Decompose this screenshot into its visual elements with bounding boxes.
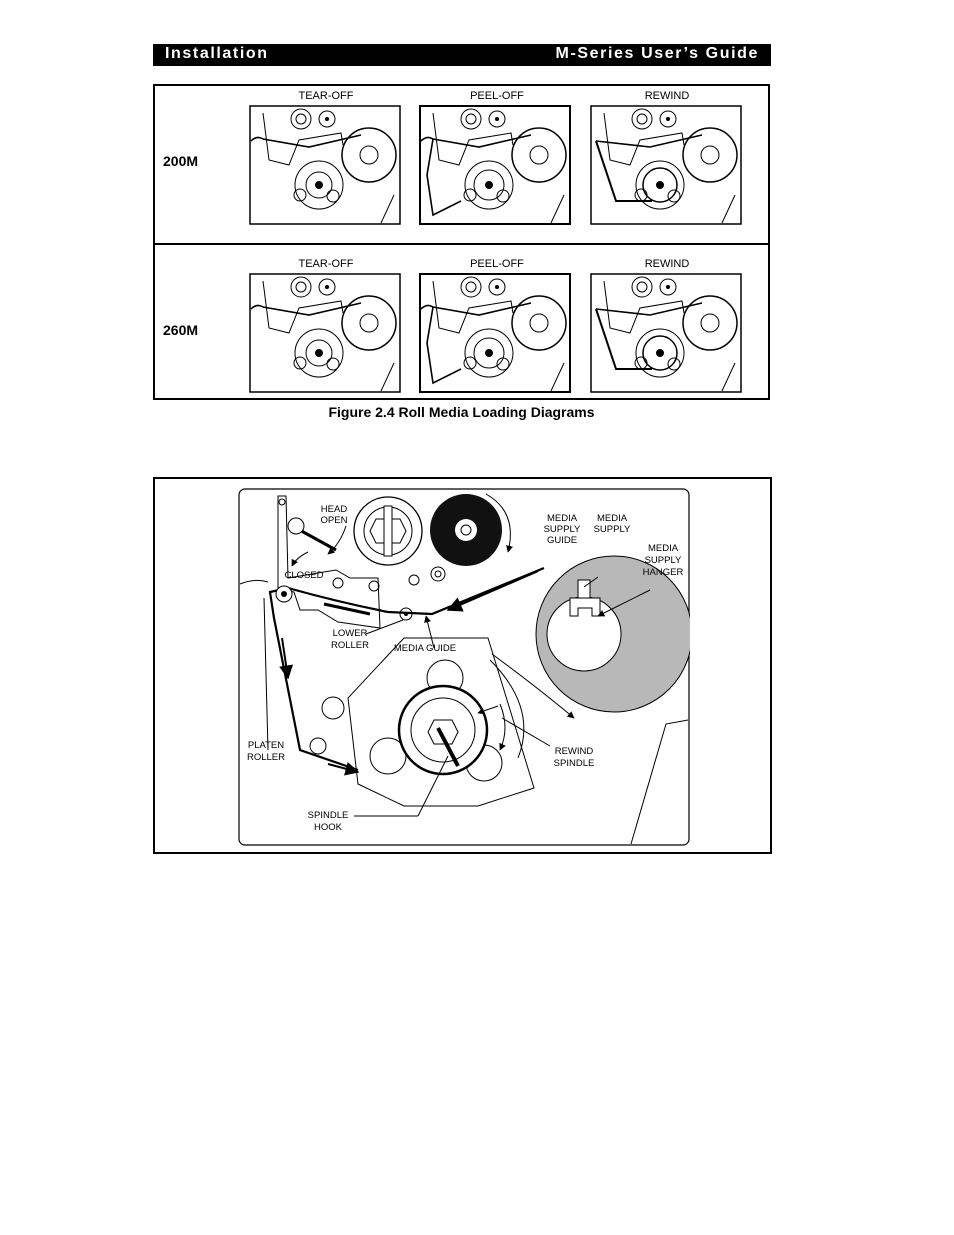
- label-spindle-hook-1: SPINDLE: [308, 810, 349, 821]
- diagram-200m-rewind: [590, 105, 742, 225]
- section-title: Installation: [165, 45, 269, 62]
- row-divider: [155, 243, 768, 245]
- spindle-hook: [436, 727, 460, 767]
- label-media-supply-1: MEDIA: [597, 513, 628, 524]
- media-supply-hanger: [569, 597, 601, 617]
- diagram-260m-rewind: [590, 273, 742, 393]
- label-media-supply-hanger-3: HANGER: [643, 567, 684, 578]
- label-media-supply-hanger-1: MEDIA: [648, 543, 679, 554]
- guide-title: M-Series User’s Guide: [555, 45, 759, 62]
- label-rewind-spindle-1: REWIND: [555, 746, 594, 757]
- diagram-260m-tear-off: [249, 273, 401, 393]
- label-media-supply-guide-3: GUIDE: [547, 535, 577, 546]
- row-label-260m: 260M: [163, 322, 199, 338]
- loading-diagrams-figure: 200M 260M TEAR-OFF PEEL-OFF REWIND TEAR-…: [153, 84, 770, 400]
- col-title-rewind: REWIND: [644, 258, 690, 270]
- media-path: [268, 566, 545, 772]
- label-lower-roller-1: LOWER: [333, 628, 368, 639]
- rewind-plate: [347, 637, 535, 807]
- label-media-guide: MEDIA GUIDE: [394, 643, 456, 654]
- col-title-tear-off: TEAR-OFF: [298, 90, 354, 102]
- row-label-200m: 200M: [163, 153, 199, 169]
- label-media-supply-2: SUPPLY: [594, 524, 631, 535]
- label-closed: CLOSED: [284, 570, 323, 581]
- col-title-rewind: REWIND: [644, 90, 690, 102]
- col-title-tear-off: TEAR-OFF: [298, 258, 354, 270]
- col-title-peel-off: PEEL-OFF: [470, 258, 524, 270]
- label-rewind-spindle-2: SPINDLE: [554, 758, 595, 769]
- label-lower-roller-2: ROLLER: [331, 640, 369, 651]
- label-media-supply-guide-2: SUPPLY: [544, 524, 581, 535]
- label-platen-roller-1: PLATEN: [248, 740, 284, 751]
- label-platen-roller-2: ROLLER: [247, 752, 285, 763]
- side-cover-edge: [630, 719, 689, 845]
- rewind-detail-diagram: HEAD OPEN CLOSED MEDIA SUPPLY GUIDE MEDI…: [238, 488, 690, 846]
- label-head: HEAD: [321, 504, 348, 515]
- col-title-peel-off: PEEL-OFF: [470, 90, 524, 102]
- label-media-supply-guide-1: MEDIA: [547, 513, 578, 524]
- detail-diagram-figure: HEAD OPEN CLOSED MEDIA SUPPLY GUIDE MEDI…: [153, 477, 772, 854]
- label-open: OPEN: [321, 515, 348, 526]
- label-media-supply-hanger-2: SUPPLY: [645, 555, 682, 566]
- diagram-200m-peel-off: [419, 105, 571, 225]
- rewind-spindle: [397, 684, 489, 776]
- print-head-assembly: [277, 495, 381, 629]
- diagram-260m-peel-off: [419, 273, 571, 393]
- page-header: Installation M-Series User’s Guide: [153, 44, 771, 66]
- diagram-200m-tear-off: [249, 105, 401, 225]
- label-spindle-hook-2: HOOK: [314, 822, 343, 833]
- figure-caption: Figure 2.4 Roll Media Loading Diagrams: [328, 404, 595, 420]
